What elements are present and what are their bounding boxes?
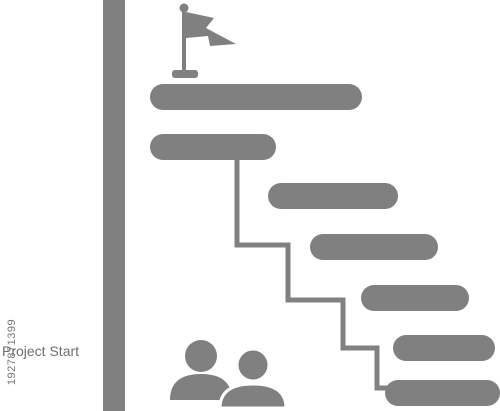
task-bar <box>393 335 495 361</box>
task-bar <box>150 84 362 110</box>
task-bar <box>361 285 469 311</box>
task-bar <box>385 380 500 406</box>
project-start-label: Project Start <box>2 343 80 359</box>
flag-icon <box>172 3 236 78</box>
task-bar <box>150 134 276 160</box>
people-icon <box>170 340 288 410</box>
axis-bar <box>103 0 125 411</box>
task-bar <box>310 234 438 260</box>
task-connector <box>234 160 390 391</box>
task-bar <box>268 183 398 209</box>
